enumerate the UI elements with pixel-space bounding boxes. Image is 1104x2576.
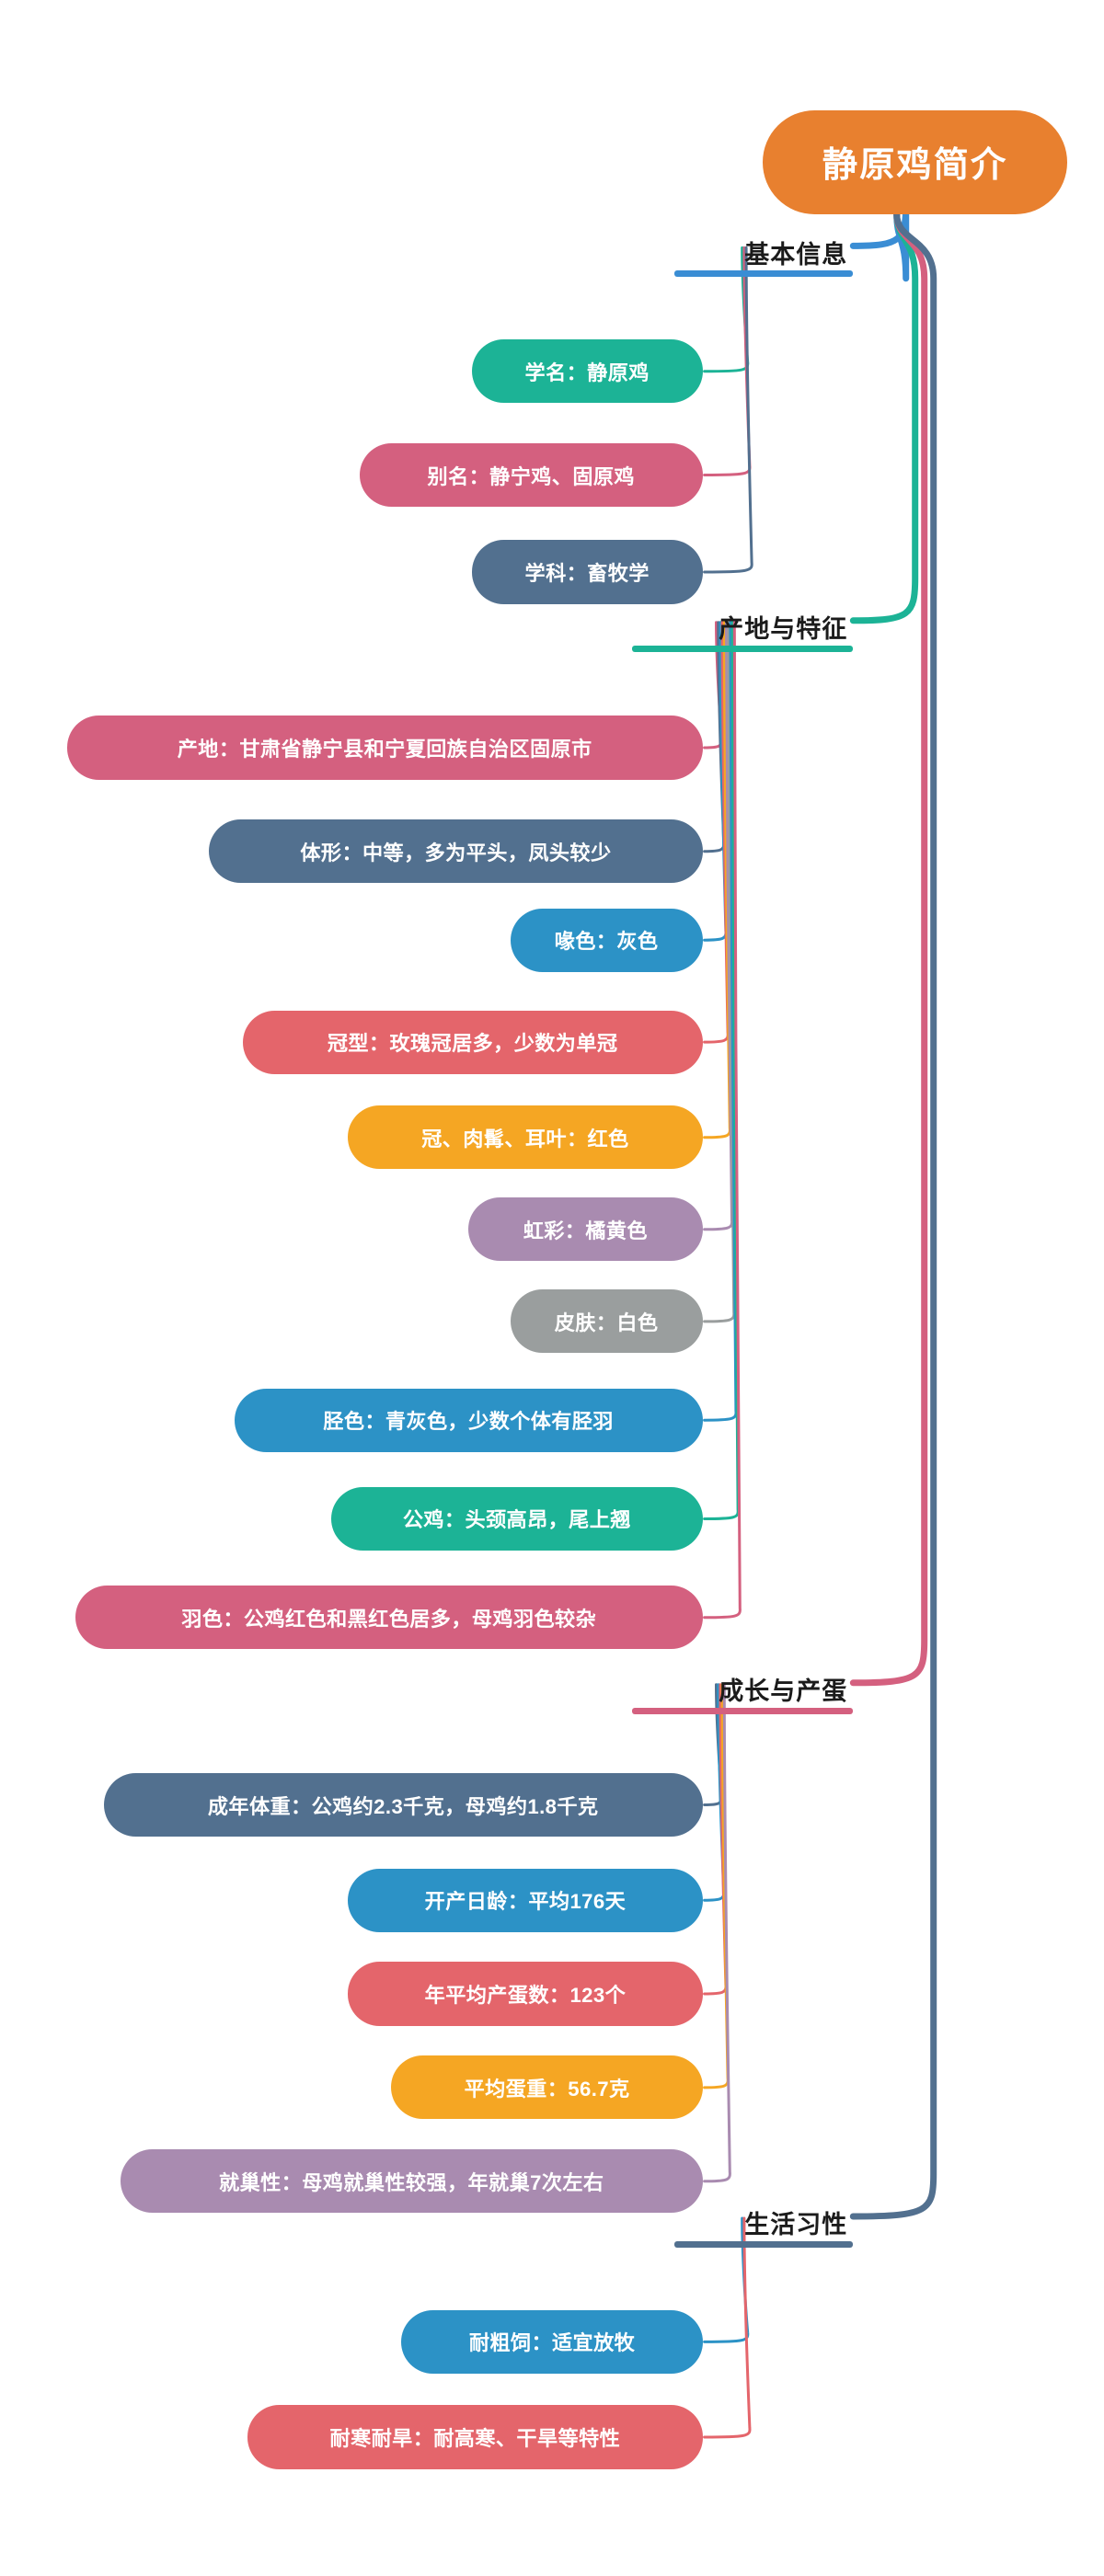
branch-heading-underline — [632, 645, 854, 652]
branch-heading-growth-egg[interactable]: 成长与产蛋 — [632, 1677, 854, 1714]
leaf-node[interactable]: 皮肤：白色 — [510, 1289, 703, 1354]
connector-line — [703, 621, 738, 1422]
leaf-node[interactable]: 体形：中等，多为平头，凤头较少 — [209, 819, 703, 884]
connector-line — [849, 211, 919, 624]
connector-line — [703, 1683, 731, 2183]
branch-heading-basic-info[interactable]: 基本信息 — [673, 240, 854, 278]
connector-line — [703, 621, 736, 1323]
branch-heading-label: 产地与特征 — [719, 615, 848, 644]
leaf-node[interactable]: 喙色：灰色 — [510, 908, 703, 972]
connector-line — [849, 211, 928, 1687]
connector-line — [703, 621, 731, 1139]
branch-heading-label: 成长与产蛋 — [719, 1677, 848, 1706]
leaf-node[interactable]: 平均蛋重：56.7克 — [391, 2055, 703, 2120]
leaf-node[interactable]: 耐寒耐旱：耐高寒、干旱等特性 — [247, 2405, 703, 2469]
leaf-node[interactable]: 学名：静原鸡 — [471, 339, 703, 404]
connector-line — [703, 621, 740, 1520]
leaf-node[interactable]: 冠、肉髯、耳叶：红色 — [348, 1105, 703, 1170]
connector-line — [703, 246, 753, 574]
connector-line — [703, 1683, 730, 2089]
connector-line — [849, 211, 937, 2220]
branch-heading-label: 基本信息 — [744, 240, 848, 269]
leaf-node[interactable]: 公鸡：头颈高昂，尾上翘 — [331, 1486, 703, 1551]
leaf-node[interactable]: 别名：静宁鸡、固原鸡 — [359, 442, 703, 508]
connector-line — [849, 200, 910, 282]
leaf-node[interactable]: 学科：畜牧学 — [471, 540, 703, 604]
leaf-node[interactable]: 虹彩：橘黄色 — [468, 1197, 703, 1262]
branch-heading-habits[interactable]: 生活习性 — [673, 2211, 854, 2248]
connector-line — [703, 621, 726, 853]
leaf-node[interactable]: 就巢性：母鸡就巢性较强，年就巢7次左右 — [120, 2149, 703, 2214]
leaf-node[interactable]: 成年体重：公鸡约2.3千克，母鸡约1.8千克 — [103, 1772, 703, 1838]
leaf-node[interactable]: 开产日龄：平均176天 — [348, 1868, 703, 1932]
leaf-node[interactable]: 耐粗饲：适宜放牧 — [401, 2309, 703, 2374]
connector-line — [703, 2216, 752, 2439]
branch-heading-underline — [632, 1707, 854, 1714]
leaf-node[interactable]: 冠型：玫瑰冠居多，少数为单冠 — [242, 1010, 703, 1074]
leaf-node[interactable]: 产地：甘肃省静宁县和宁夏回族自治区固原市 — [66, 716, 703, 780]
branch-heading-underline — [673, 270, 854, 278]
connector-line — [703, 621, 728, 942]
connector-line — [703, 1683, 728, 1996]
connector-line — [703, 246, 752, 476]
branch-heading-origin-traits[interactable]: 产地与特征 — [632, 615, 854, 652]
connector-line — [703, 1683, 726, 1902]
branch-heading-underline — [673, 2240, 854, 2248]
branch-heading-label: 生活习性 — [744, 2211, 848, 2239]
root-node[interactable]: 静原鸡简介 — [763, 110, 1067, 214]
connector-line — [703, 621, 742, 1620]
connector-line — [703, 621, 734, 1231]
connector-line — [703, 621, 730, 1044]
leaf-node[interactable]: 羽色：公鸡红色和黑红色居多，母鸡羽色较杂 — [75, 1586, 703, 1650]
leaf-node[interactable]: 胫色：青灰色，少数个体有胫羽 — [234, 1388, 703, 1452]
leaf-node[interactable]: 年平均产蛋数：123个 — [348, 1962, 703, 2026]
